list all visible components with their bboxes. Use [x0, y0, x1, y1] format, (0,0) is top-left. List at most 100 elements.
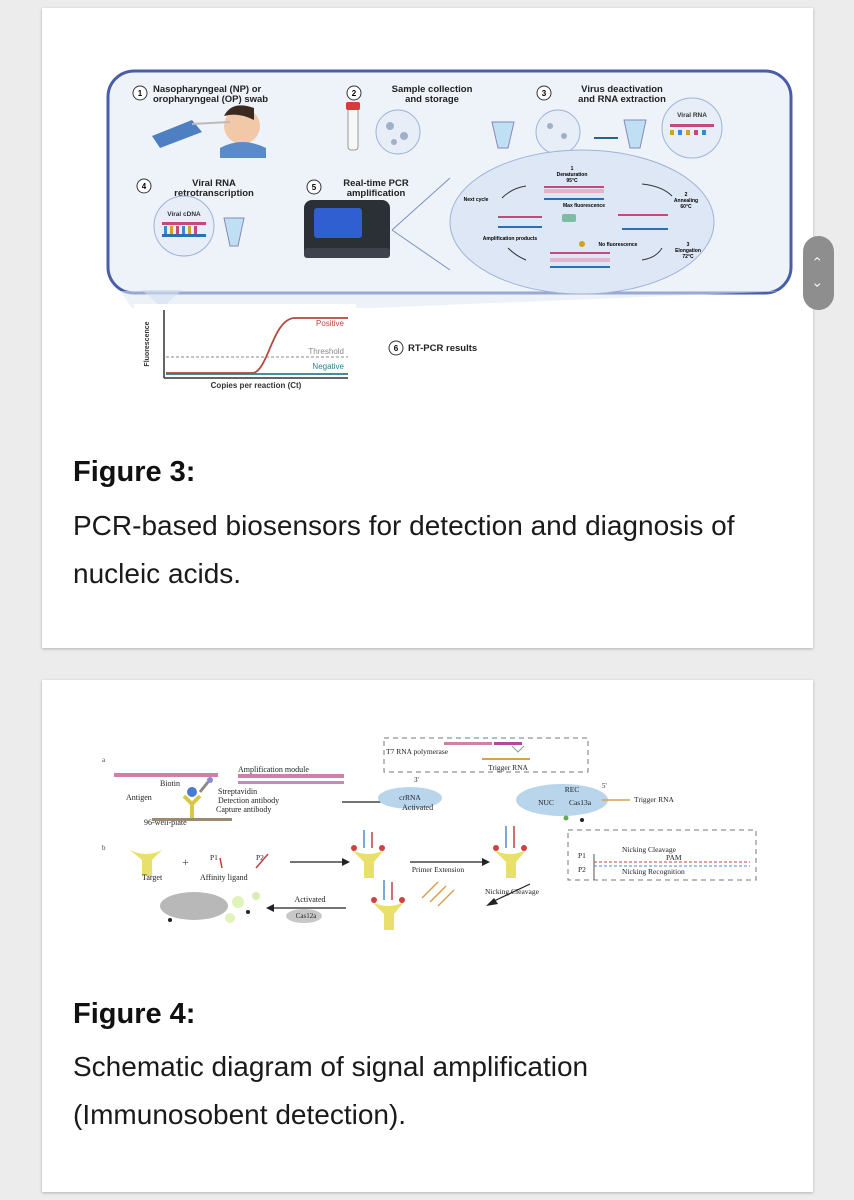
max-fluorescence-label: Max fluorescence: [563, 203, 605, 209]
scroll-down-icon[interactable]: ›: [810, 282, 827, 288]
elongation-strands: [550, 241, 610, 268]
step-4-label-2: retrotranscription: [174, 188, 254, 199]
p1-label: P1: [210, 853, 218, 862]
figure-4-card: a T7 RNA polymerase Trigger RNA Amplific…: [42, 680, 813, 1192]
step-2-number: 2: [352, 89, 357, 98]
step-5-number: 5: [312, 183, 317, 192]
legend-p1-label: P1: [578, 851, 586, 860]
t7-dashed-box: [383, 737, 589, 773]
step-6-badge: [388, 340, 404, 356]
cas12a-label: Cas12a: [296, 912, 318, 920]
p2-label: P2: [256, 853, 264, 862]
annealing-label: Annealing: [674, 198, 698, 204]
figure-4-diagram: a T7 RNA polymerase Trigger RNA Amplific…: [102, 737, 757, 930]
antigen-label: Antigen: [126, 793, 152, 802]
viral-rna-label: Viral RNA: [677, 112, 707, 119]
trigger-rna-top-label: Trigger RNA: [488, 763, 529, 772]
amplification-module-strands: [114, 773, 344, 784]
probe-strands: [219, 853, 269, 869]
step-1-number: 1: [138, 89, 143, 98]
annealing-number: 2: [685, 192, 688, 198]
cas13a-ellipse: [516, 784, 608, 816]
biotin-label: Biotin: [160, 779, 180, 788]
five-prime-label: 5': [602, 782, 607, 790]
target-label: Target: [142, 873, 163, 882]
sample-tube-icon: [346, 102, 421, 155]
capture-antibody-label: Capture antibody: [216, 805, 271, 814]
amplification-products-label: Amplification products: [483, 236, 538, 242]
next-cycle-label: Next cycle: [464, 197, 489, 203]
streptavidin-label: Streptavidin: [218, 787, 257, 796]
crrna-label: crRNA: [399, 793, 421, 802]
figure-3-card: 1 Nasopharyngeal (NP) or oropharyngeal (…: [42, 8, 813, 648]
cdna-strand-icon: [162, 217, 245, 247]
products-arrow: [507, 247, 527, 261]
legend-pam-label: PAM: [666, 853, 682, 862]
panel-a-tag: a: [102, 756, 106, 764]
nicking-cleavage-label: Nicking Cleavage: [485, 887, 540, 896]
step-1-label-1: Nasopharyngeal (NP) or: [153, 84, 262, 95]
scroll-control[interactable]: ‹ ›: [803, 236, 834, 310]
figure-4-title: Figure 4:: [73, 998, 196, 1030]
activated-a-label: Activated: [402, 803, 433, 812]
denaturation-strands: [544, 186, 604, 200]
step-4-label-1: Viral RNA: [192, 178, 236, 189]
result-chart: [134, 304, 356, 388]
next-cycle-arrow: [501, 185, 527, 199]
step-5-label-1: Real-time PCR: [343, 178, 409, 189]
viral-cdna-label: Viral cDNA: [167, 211, 201, 218]
threshold-label: Threshold: [308, 347, 344, 356]
bound-complex-2: [493, 826, 527, 878]
legend-nicking-recognition-label: Nicking Recognition: [622, 867, 685, 876]
no-fluorescence-label: No fluorescence: [599, 242, 638, 248]
annealing-strands: [498, 214, 668, 230]
extraction-tubes-icon: [491, 97, 723, 159]
t7-strand-icon: [444, 742, 530, 760]
rec-label: REC: [565, 785, 580, 794]
step-3-label-1: Virus deactivation: [581, 84, 663, 95]
denaturation-number: 1: [571, 166, 574, 172]
annealing-arrow: [641, 183, 673, 197]
step-5-label-2: amplification: [347, 188, 406, 199]
step-2-label-1: Sample collection: [392, 84, 473, 95]
step-2-label-2: and storage: [405, 94, 459, 105]
step-3-badge: [536, 85, 552, 101]
nuc-label: NUC: [538, 798, 554, 807]
callout-funnel: [120, 291, 790, 308]
step-6-label: RT-PCR results: [408, 343, 477, 354]
t7-label: T7 RNA polymerase: [386, 747, 449, 756]
antibody-sandwich-icon: [152, 777, 232, 821]
affinity-ligand-label: Affinity ligand: [200, 873, 248, 882]
chart-x-label: Copies per reaction (Ct): [211, 381, 302, 390]
cas13a-label: Cas13a: [569, 798, 592, 807]
figure-3-title: Figure 3:: [73, 456, 196, 488]
pcr-machine-icon: [304, 200, 390, 258]
swab-patient-icon: [152, 105, 266, 158]
three-prime-label: 3': [414, 776, 419, 784]
target-icon: [130, 850, 162, 876]
step-6-number: 6: [394, 344, 399, 353]
positive-label: Positive: [316, 319, 345, 328]
step-1-label-2: oropharyngeal (OP) swab: [153, 94, 268, 105]
pcr-cycle-circle: [449, 149, 715, 295]
nicking-legend-box: [567, 829, 757, 881]
step-3-label-2: and RNA extraction: [578, 94, 666, 105]
crrna-ellipse: [378, 787, 442, 809]
figure-4-caption: Schematic diagram of signal amplificatio…: [73, 1051, 589, 1130]
denaturation-label: Denaturation: [557, 172, 588, 178]
legend-strands: [593, 854, 750, 880]
cas12a-complex-icon: [160, 892, 260, 923]
step-3-number: 3: [542, 89, 547, 98]
step-4-badge: [136, 178, 152, 194]
step-5-badge: [306, 179, 322, 195]
positive-curve: [166, 317, 348, 374]
cas12a-ellipse: [286, 909, 322, 923]
legend-nicking-cleavage-label: Nicking Cleavage: [622, 845, 677, 854]
elongation-temp: 72°C: [682, 254, 694, 260]
panel-b-tag: b: [102, 844, 106, 852]
elongation-arrow: [641, 247, 663, 261]
bound-complex-3: [371, 880, 455, 930]
elongation-number: 3: [687, 242, 690, 248]
well-plate-label: 96-well-plate: [144, 818, 187, 827]
annealing-temp: 60°C: [680, 204, 692, 210]
